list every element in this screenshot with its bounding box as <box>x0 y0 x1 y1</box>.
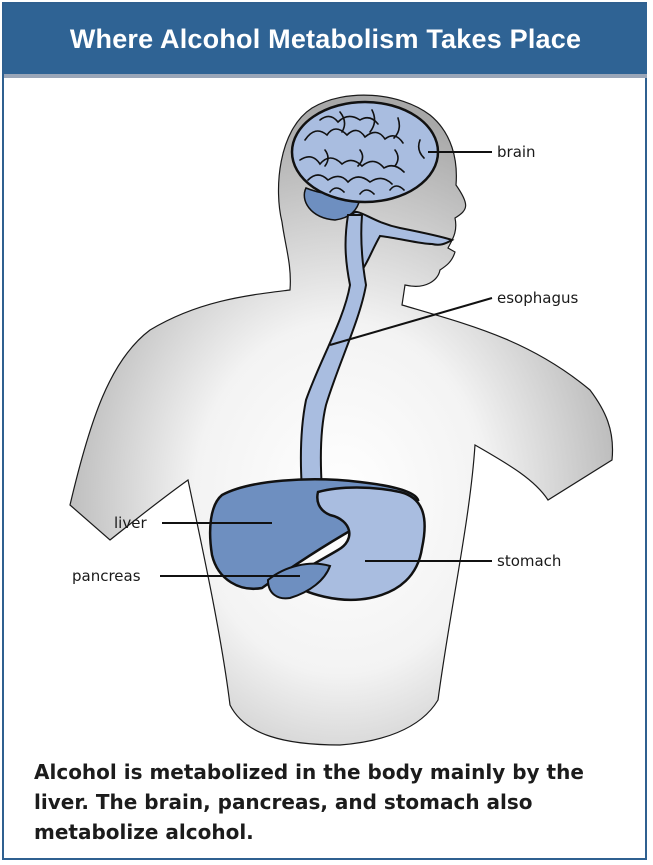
caption: Alcohol is metabolized in the body mainl… <box>34 757 634 847</box>
label-liver: liver <box>114 514 147 532</box>
label-brain: brain <box>497 143 536 161</box>
label-pancreas: pancreas <box>72 567 141 585</box>
body-diagram <box>0 0 653 760</box>
label-esophagus: esophagus <box>497 289 578 307</box>
brain-shape <box>292 102 438 202</box>
label-stomach: stomach <box>497 552 561 570</box>
